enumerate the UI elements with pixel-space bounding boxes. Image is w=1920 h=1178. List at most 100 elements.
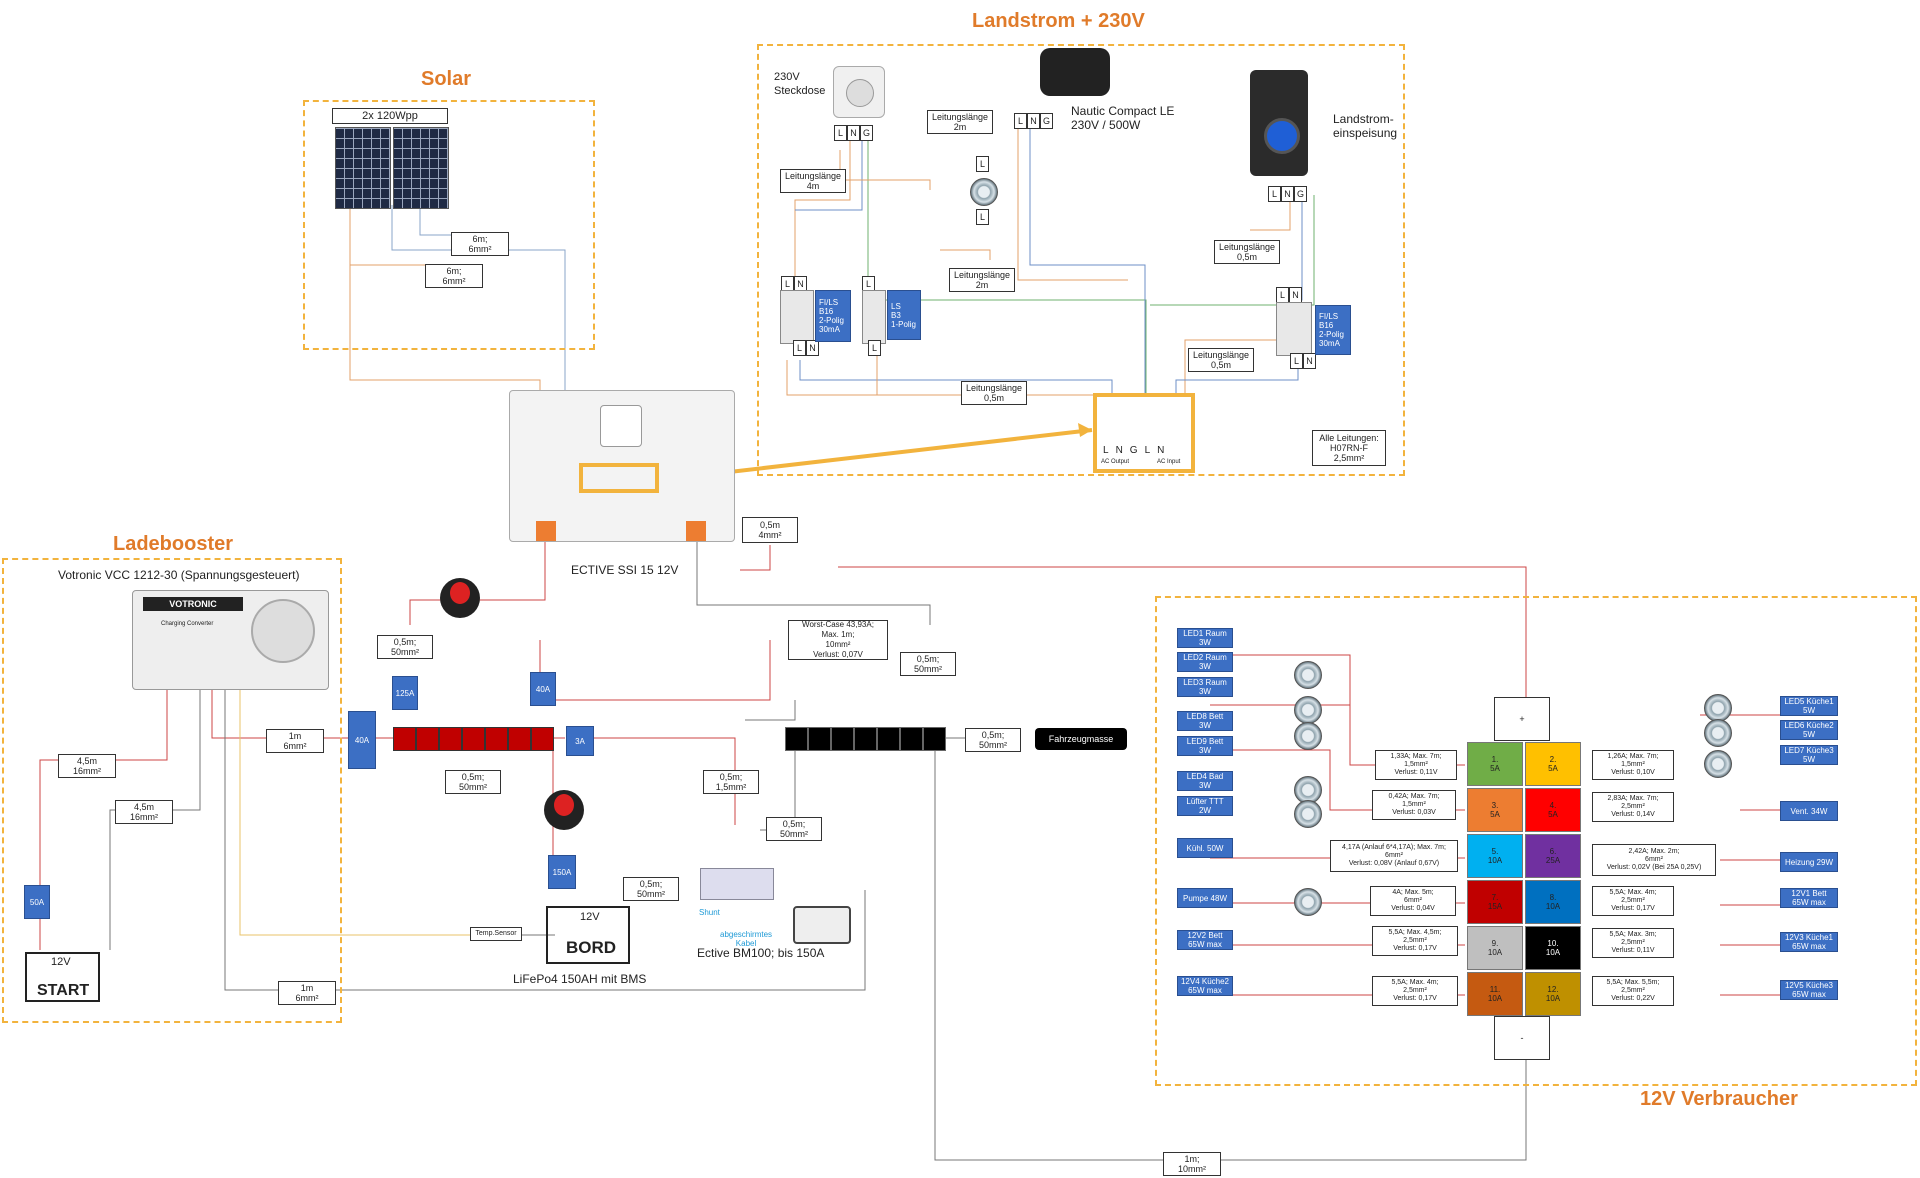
- start-battery: 12V START: [25, 952, 100, 1002]
- bord-battery-voltage: 12V: [580, 911, 600, 923]
- calc-left-note: 5,5A; Max. 4m; 2,5mm² Verlust: 0,17V: [1372, 976, 1458, 1006]
- einspeisung-label: Landstrom- einspeisung: [1333, 112, 1398, 140]
- ladebooster-title: Ladebooster: [113, 533, 234, 555]
- ac-input-label: AC Input: [1157, 459, 1181, 465]
- booster-fuse-50a: 50A: [24, 885, 50, 919]
- bm100-display-icon: [793, 906, 851, 944]
- inverter-plus-terminal: [536, 521, 556, 541]
- length-2m-top: Leitungslänge 2m: [927, 110, 993, 134]
- fuse-slot[interactable]: 9. 10A: [1467, 926, 1523, 970]
- calc-left-note: 4,17A (Anlauf 6*4,17A); Max. 7m; 6mm² Ve…: [1330, 840, 1458, 872]
- solar-frame: [303, 100, 595, 350]
- battery-switch-icon-top[interactable]: [440, 578, 480, 618]
- booster-brand: VOTRONIC: [143, 597, 243, 611]
- calc-left-note: 0,42A; Max. 7m; 1,5mm² Verlust: 0,03V: [1372, 790, 1456, 820]
- fuse-slot[interactable]: 11. 10A: [1467, 972, 1523, 1016]
- nautic-device-icon: [1040, 48, 1110, 96]
- solar-panel-left: [335, 127, 391, 209]
- landstrom-title: Landstrom + 230V: [972, 10, 1145, 32]
- solar-panels-label: 2x 120Wpp: [332, 108, 448, 124]
- einspeisung-icon: [1250, 70, 1308, 176]
- cable-05-50-c: 0,5m; 50mm²: [900, 652, 956, 676]
- switch-icon[interactable]: [1704, 694, 1732, 722]
- switch-icon[interactable]: [1294, 661, 1322, 689]
- solar-title: Solar: [421, 68, 472, 90]
- fuse-150a: 150A: [548, 855, 576, 889]
- booster-cable-1m-a: 1m 6mm²: [266, 729, 324, 753]
- fusebox-minus: -: [1494, 1016, 1550, 1060]
- fils-right-label: FI/LS B16 2-Polig 30mA: [1315, 305, 1351, 355]
- consumer-right-item: LED7 Küche3 5W: [1780, 745, 1838, 765]
- alle-leitungen-note: Alle Leitungen: H07RN-F 2,5mm²: [1312, 430, 1386, 466]
- cable-05-50-d: 0,5m; 50mm²: [965, 728, 1021, 752]
- calc-left-note: 4A; Max. 5m; 6mm² Verlust: 0,04V: [1370, 886, 1456, 916]
- fuse-slot[interactable]: 3. 5A: [1467, 788, 1523, 832]
- cable-05-50-f: 0,5m; 50mm²: [623, 877, 679, 901]
- cable-05-50-e: 0,5m; 50mm²: [766, 817, 822, 841]
- consumer-right-item: LED5 Küche1 5W: [1780, 696, 1838, 716]
- inverter-minus-terminal: [686, 521, 706, 541]
- fuse-slot[interactable]: 1. 5A: [1467, 742, 1523, 786]
- fuse-slot[interactable]: 6. 25A: [1525, 834, 1581, 878]
- fuse-slot[interactable]: 2. 5A: [1525, 742, 1581, 786]
- length-05-right: Leitungslänge 0,5m: [1214, 240, 1280, 264]
- fuse-slot[interactable]: 5. 10A: [1467, 834, 1523, 878]
- calc-right-note: 5,5A; Max. 4m; 2,5mm² Verlust: 0,17V: [1592, 886, 1674, 916]
- consumer-right-item: 12V5 Küche3 65W max: [1780, 980, 1838, 1000]
- ac-output-label: AC Output: [1101, 459, 1130, 465]
- nautic-label: Nautic Compact LE 230V / 500W: [1071, 104, 1175, 132]
- ls-b3-terminal-bottom: L: [868, 340, 881, 356]
- bord-battery: 12V BORD: [546, 906, 630, 964]
- fuse-slot[interactable]: 4. 5A: [1525, 788, 1581, 832]
- booster-fuse-40a: 40A: [348, 711, 376, 769]
- fuse-slot[interactable]: 7. 15A: [1467, 880, 1523, 924]
- calc-left-note: 5,5A; Max. 4,5m; 2,5mm² Verlust: 0,17V: [1372, 926, 1458, 956]
- switch-icon[interactable]: [1704, 750, 1732, 778]
- minus-busbar: [785, 727, 946, 751]
- booster-subtitle: Charging Converter: [161, 621, 214, 627]
- fuse-slot[interactable]: 12. 10A: [1525, 972, 1581, 1016]
- fuse-slot[interactable]: 8. 10A: [1525, 880, 1581, 924]
- consumer-left-item: LED4 Bad 3W: [1177, 771, 1233, 791]
- shunt-label: Shunt: [699, 908, 720, 917]
- consumer-left-item: LED2 Raum 3W: [1177, 652, 1233, 672]
- length-05-mid: Leitungslänge 0,5m: [1188, 348, 1254, 372]
- length-4m: Leitungslänge 4m: [780, 169, 846, 193]
- bord-battery-label: BORD: [566, 938, 617, 957]
- battery-switch-icon-bottom[interactable]: [544, 790, 584, 830]
- start-battery-voltage: 12V: [51, 956, 71, 968]
- inverter-socket-icon: [600, 405, 642, 447]
- shunt-icon: [700, 868, 774, 900]
- calc-right-note: 2,42A; Max. 2m; 6mm² Verlust: 0,02V (Bei…: [1592, 844, 1716, 876]
- breaker-icon-fils-right: [1276, 302, 1312, 356]
- switch-icon[interactable]: [1294, 888, 1322, 916]
- booster-cable-1m-b: 1m 6mm²: [278, 981, 336, 1005]
- booster-fan-icon: [251, 599, 315, 663]
- worst-case-note: Worst-Case 43,93A; Max. 1m; 10mm² Verlus…: [788, 620, 888, 660]
- inverter-cable: 0,5m 4mm²: [742, 517, 798, 543]
- booster-device: VOTRONIC Charging Converter: [132, 590, 329, 690]
- switch-icon-landstrom[interactable]: [970, 178, 998, 206]
- cable-bottom: 1m; 10mm²: [1163, 1152, 1221, 1176]
- solar-panel-right: [393, 127, 449, 209]
- booster-device-name: Votronic VCC 1212-30 (Spannungsgesteuert…: [58, 568, 300, 582]
- booster-cable-45-a: 4,5m 16mm²: [58, 754, 116, 778]
- consumer-left-item: 12V2 Bett 65W max: [1177, 930, 1233, 950]
- fusebox-plus: +: [1494, 697, 1550, 741]
- consumer-right-item: 12V1 Bett 65W max: [1780, 888, 1838, 908]
- switch-icon[interactable]: [1294, 696, 1322, 724]
- fuse-slot[interactable]: 10. 10A: [1525, 926, 1581, 970]
- consumer-left-item: Kühl. 50W: [1177, 838, 1233, 858]
- switch-icon[interactable]: [1294, 722, 1322, 750]
- consumer-right-item: Vent. 34W: [1780, 801, 1838, 821]
- start-battery-label: START: [37, 982, 90, 999]
- calc-right-note: 2,83A; Max. 7m; 2,5mm² Verlust: 0,14V: [1592, 792, 1674, 822]
- switch-icon[interactable]: [1294, 800, 1322, 828]
- consumer-left-item: LED8 Bett 3W: [1177, 711, 1233, 731]
- fahrzeugmasse: Fahrzeugmasse: [1035, 728, 1127, 750]
- bm100-label: Ective BM100; bis 150A: [697, 946, 825, 960]
- inverter-device: [509, 390, 735, 542]
- switch-icon[interactable]: [1704, 719, 1732, 747]
